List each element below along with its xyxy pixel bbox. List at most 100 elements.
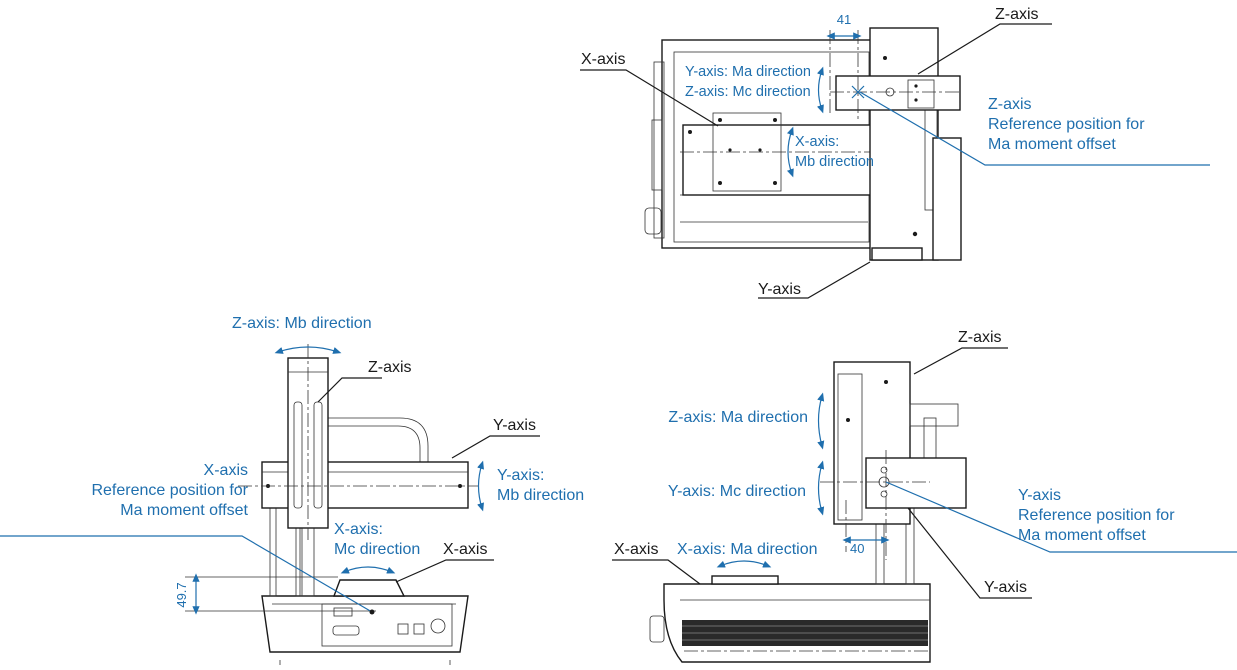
front-panel-knob [430, 618, 446, 634]
side-y-axis-mc-direction: Y-axis: Mc direction [668, 483, 806, 500]
front-post [269, 499, 277, 597]
side-carriage-plate [711, 575, 779, 585]
front-x-mc-arc [340, 566, 396, 574]
top-z-ref-line3: Ma moment offset [988, 136, 1116, 153]
front-cable [322, 417, 429, 462]
side-y-carriage [865, 457, 967, 509]
top-hole [773, 118, 777, 122]
side-y-ref-line1: Y-axis [1018, 487, 1061, 504]
front-ref-point [369, 609, 375, 615]
front-panel-port [397, 623, 409, 635]
side-label-z-axis: Z-axis [958, 329, 1002, 346]
front-label-x-axis: X-axis [443, 541, 487, 558]
top-hole [718, 181, 722, 185]
top-mb-arc [786, 126, 794, 178]
top-x-axis-mb-line2: Mb direction [795, 154, 874, 170]
front-z-axis-leader [317, 377, 382, 403]
front-label-y-axis: Y-axis [493, 417, 536, 434]
side-z-ma-arc [817, 392, 825, 450]
top-ma-arc [817, 66, 824, 114]
front-x-ref-line1: X-axis [204, 462, 248, 479]
top-label-y-axis: Y-axis [758, 281, 801, 298]
top-z-ref-line2: Reference position for [988, 116, 1145, 133]
top-hole [914, 98, 918, 102]
side-hole [884, 380, 888, 384]
side-z-slide [837, 373, 863, 521]
front-label-z-axis: Z-axis [368, 359, 412, 376]
side-knob [649, 615, 665, 643]
front-x-ref-leader [0, 535, 373, 613]
front-cable-inner [322, 425, 421, 462]
front-y-mb-arc [477, 460, 484, 512]
side-y-hole [880, 466, 888, 474]
front-z-slot [293, 401, 303, 509]
side-y-ref-line3: Ma moment offset [1018, 527, 1146, 544]
front-panel-port [413, 623, 425, 635]
side-x-ma-arc [716, 560, 772, 568]
top-label-x-axis: X-axis [581, 51, 625, 68]
top-y-axis-leader [758, 261, 871, 299]
front-dimension-49-7: 49.7 [174, 582, 189, 607]
top-hole [718, 118, 722, 122]
front-panel-display [333, 607, 353, 617]
front-panel [321, 603, 453, 647]
front-x-ref-line2: Reference position for [91, 482, 248, 499]
side-y-ref-leader [885, 481, 1237, 553]
front-z-axis-mb-direction: Z-axis: Mb direction [232, 315, 372, 332]
top-x-axis-mb-line1: X-axis: [795, 134, 839, 150]
front-handle [332, 579, 406, 597]
front-y-axis-mb-line2: Mb direction [497, 487, 584, 504]
top-connector [651, 119, 663, 191]
top-z-axis-mc-direction: Z-axis: Mc direction [685, 84, 811, 100]
side-dimension-40: 40 [850, 541, 864, 556]
side-hole [846, 418, 850, 422]
top-hole [728, 148, 732, 152]
front-y-axis-leader [451, 435, 540, 459]
front-base-body [261, 595, 469, 653]
side-z-axis-ma-direction: Z-axis: Ma direction [668, 409, 808, 426]
top-ref-cross [851, 85, 865, 99]
front-y-axis-mb-line1: Y-axis: [497, 467, 544, 484]
side-view: 40 Z-axis X-axis Y-axis Z-axis: Ma direc… [612, 329, 1237, 663]
side-z-axis-leader [913, 347, 1008, 375]
front-x-axis-mc-line2: Mc direction [334, 541, 420, 558]
front-x-axis-leader [395, 559, 494, 583]
top-label-z-axis: Z-axis [995, 6, 1039, 23]
side-label-x-axis: X-axis [614, 541, 658, 558]
side-x-axis-ma-direction: X-axis: Ma direction [677, 541, 818, 558]
side-x-axis-leader [612, 559, 701, 585]
top-knob [644, 207, 662, 235]
side-y-hole [880, 490, 888, 498]
top-z-ref-line1: Z-axis [988, 96, 1032, 113]
front-z-mb-arc [274, 346, 342, 354]
side-y-mc-arc [817, 460, 825, 516]
top-z-ref-leader [859, 91, 1210, 166]
top-column-side [932, 137, 962, 261]
top-hole [883, 56, 887, 60]
top-base-left-edge [653, 61, 665, 239]
top-z-axis-leader [917, 23, 1052, 75]
top-hole [912, 231, 918, 237]
top-x-axis-leader [580, 69, 719, 127]
top-hole [758, 148, 762, 152]
top-dimension-41: 41 [837, 12, 851, 27]
side-y-ref-line2: Reference position for [1018, 507, 1175, 524]
top-y-axis-ma-direction: Y-axis: Ma direction [685, 64, 811, 80]
front-view: 49.7 Z-axis: Mb direction Z-axis Y-axis … [0, 315, 584, 665]
top-hole [914, 84, 918, 88]
front-x-axis-mc-line1: X-axis: [334, 521, 383, 538]
side-label-y-axis: Y-axis [984, 579, 1027, 596]
top-hole [688, 130, 692, 134]
top-hole [773, 181, 777, 185]
top-column-foot [871, 247, 923, 261]
top-z-head [835, 75, 961, 111]
top-z-head-plate [907, 79, 935, 109]
top-column [869, 27, 939, 261]
front-panel-connector [332, 625, 360, 636]
front-hole [458, 484, 462, 488]
side-y-axis-leader [907, 507, 1032, 599]
front-x-ref-line3: Ma moment offset [120, 502, 248, 519]
side-z-bracket [909, 403, 959, 427]
